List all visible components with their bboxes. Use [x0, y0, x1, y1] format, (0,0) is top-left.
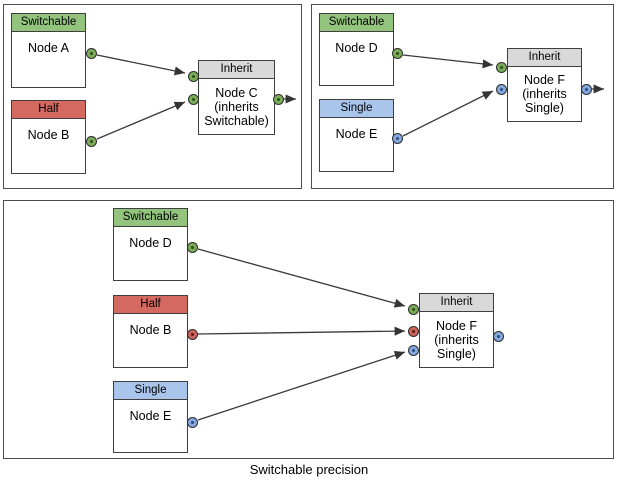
node-a-output-port — [85, 47, 97, 59]
node-b: Half Node B — [11, 100, 86, 174]
node-d-bottom-output-port — [186, 241, 198, 253]
node-a-precision-label: Switchable — [12, 14, 85, 32]
node-f-bottom-output-port — [492, 330, 504, 342]
node-c-input-port-2 — [187, 93, 199, 105]
node-c-title: Node C (inherits Switchable) — [204, 85, 269, 128]
node-e-output-port — [391, 132, 403, 144]
node-a-title: Node A — [27, 41, 69, 55]
node-e-bottom-precision-label: Single — [114, 382, 187, 400]
node-b-output-port — [85, 135, 97, 147]
node-c-output-port — [272, 93, 284, 105]
node-b-title: Node B — [27, 128, 70, 142]
node-f-title: Node F (inherits Single) — [522, 73, 567, 115]
node-b-bottom-title: Node B — [129, 323, 172, 337]
node-f-output-port — [580, 83, 592, 95]
node-d-bottom-precision-label: Switchable — [114, 209, 187, 227]
node-f-bottom-input-port-1 — [407, 303, 419, 315]
node-f: Inherit Node F (inherits Single) — [507, 48, 582, 122]
node-f-precision-label: Inherit — [508, 49, 581, 67]
node-b-bottom-precision-label: Half — [114, 296, 187, 314]
node-f-bottom-precision-label: Inherit — [420, 294, 493, 312]
node-e-bottom-title: Node E — [129, 409, 172, 423]
node-c-input-port-1 — [187, 70, 199, 82]
node-f-input-port-2 — [495, 83, 507, 95]
panel-bottom — [3, 200, 614, 459]
node-f-bottom: Inherit Node F (inherits Single) — [419, 293, 494, 368]
node-b-bottom-output-port — [186, 328, 198, 340]
node-d-bottom-title: Node D — [129, 236, 172, 250]
node-f-bottom-title: Node F (inherits Single) — [434, 318, 479, 361]
node-a: Switchable Node A — [11, 13, 86, 88]
figure-caption: Switchable precision — [249, 462, 369, 477]
node-d-precision-label: Switchable — [320, 14, 393, 32]
node-e-title: Node E — [335, 127, 378, 141]
node-d-bottom: Switchable Node D — [113, 208, 188, 281]
node-d-output-port — [391, 47, 403, 59]
node-e-precision-label: Single — [320, 100, 393, 118]
node-b-precision-label: Half — [12, 101, 85, 119]
node-f-input-port-1 — [495, 61, 507, 73]
node-e: Single Node E — [319, 99, 394, 172]
node-f-bottom-input-port-3 — [407, 344, 419, 356]
node-b-bottom: Half Node B — [113, 295, 188, 368]
node-c: Inherit Node C (inherits Switchable) — [198, 60, 275, 135]
node-c-precision-label: Inherit — [199, 61, 274, 79]
node-d: Switchable Node D — [319, 13, 394, 86]
node-f-bottom-input-port-2 — [407, 325, 419, 337]
node-e-bottom-output-port — [186, 416, 198, 428]
node-e-bottom: Single Node E — [113, 381, 188, 453]
node-d-title: Node D — [335, 41, 378, 55]
